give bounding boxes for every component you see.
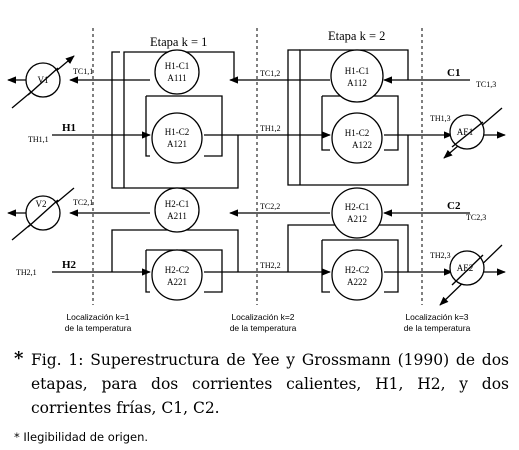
location-label: de la temperatura: [230, 323, 297, 333]
location-label: de la temperatura: [65, 323, 132, 333]
temperature-label: TC2,1: [73, 198, 93, 207]
utility-label: AE2: [457, 263, 474, 273]
exchanger-name: H2-C2: [345, 265, 370, 275]
superstructure-diagram: Etapa k = 1 Etapa k = 2: [7, 28, 506, 333]
footnote: * Ilegibilidad de origen.: [14, 430, 149, 444]
stream-split: [146, 95, 223, 157]
exchanger-circle: [151, 249, 203, 301]
stream-label: H1: [62, 122, 76, 134]
exchanger-id: A121: [167, 139, 187, 149]
stage-label: Etapa k = 1: [150, 35, 207, 49]
temperature-label: TH2,3: [430, 251, 451, 260]
exchanger-circle: [154, 187, 200, 233]
exchanger-id: A122: [352, 140, 372, 150]
stream-split: [322, 239, 399, 293]
location-label: Localización k=3: [405, 312, 468, 322]
stream-split: [146, 249, 223, 293]
stream-split: [321, 96, 330, 151]
stream-split: [287, 49, 300, 135]
temperature-label: TH2,1: [16, 268, 37, 277]
exchanger-circle: [154, 49, 200, 95]
exchanger-name: H2-C1: [345, 202, 370, 212]
location-label: de la temperatura: [404, 323, 471, 333]
temperature-label: TH1,1: [28, 135, 49, 144]
stream-split: [321, 240, 330, 293]
exchanger-id: A212: [347, 214, 367, 224]
stream-split: [145, 250, 150, 293]
exchanger-name: H1-C1: [165, 61, 190, 71]
stream-split: [111, 51, 120, 135]
utility-label: AE1: [457, 127, 474, 137]
temperature-label: TC2,2: [260, 202, 280, 211]
exchanger-id: A112: [347, 78, 367, 88]
exchanger-circle: [331, 187, 383, 239]
exchanger-circle: [330, 49, 384, 103]
exchanger-id: A222: [347, 277, 367, 287]
temperature-label: TH1,3: [430, 114, 451, 123]
temperature-label: TC1,2: [260, 69, 280, 78]
heater-arrow: [27, 67, 59, 96]
stream-split: [145, 96, 150, 157]
stream-label: C2: [447, 200, 461, 212]
exchanger-id: A211: [167, 211, 187, 221]
stream-label: C1: [447, 67, 460, 79]
cooler-arrow: [451, 121, 484, 148]
exchanger-id: A221: [167, 277, 187, 287]
caption-text: Fig. 1: Superestructura de Yee y Grossma…: [31, 351, 509, 417]
exchanger-name: H1-C2: [165, 127, 190, 137]
exchanger-circle: [331, 112, 383, 164]
temperature-label: TH2,2: [260, 261, 281, 270]
exchanger-name: H1-C1: [345, 66, 370, 76]
location-label: Localización k=1: [66, 312, 129, 322]
exchanger-circle: [151, 112, 203, 164]
temperature-label: TH1,2: [260, 124, 281, 133]
utility-label: V1: [38, 75, 49, 85]
exchanger-name: H2-C1: [165, 199, 190, 209]
exchanger-name: H2-C2: [165, 265, 190, 275]
temperature-label: TC1,3: [476, 80, 496, 89]
exchanger-circle: [331, 249, 383, 301]
exchanger-name: H1-C2: [345, 128, 370, 138]
heater-arrow: [27, 199, 59, 228]
caption-marker: *: [14, 348, 24, 369]
stage-label: Etapa k = 2: [328, 29, 385, 43]
cooler-circle: [449, 114, 485, 150]
cooler-arrow: [451, 254, 484, 286]
location-label: Localización k=2: [231, 312, 294, 322]
cooler-circle: [449, 250, 485, 286]
utility-label: V2: [36, 199, 47, 209]
temperature-label: TC2,3: [466, 213, 486, 222]
stream-split: [287, 135, 409, 186]
stream-label: H2: [62, 259, 77, 271]
exchanger-id: A111: [167, 73, 186, 83]
figure-caption: * Fig. 1: Superestructura de Yee y Gross…: [14, 348, 509, 420]
temperature-label: TC1,1: [73, 67, 93, 76]
